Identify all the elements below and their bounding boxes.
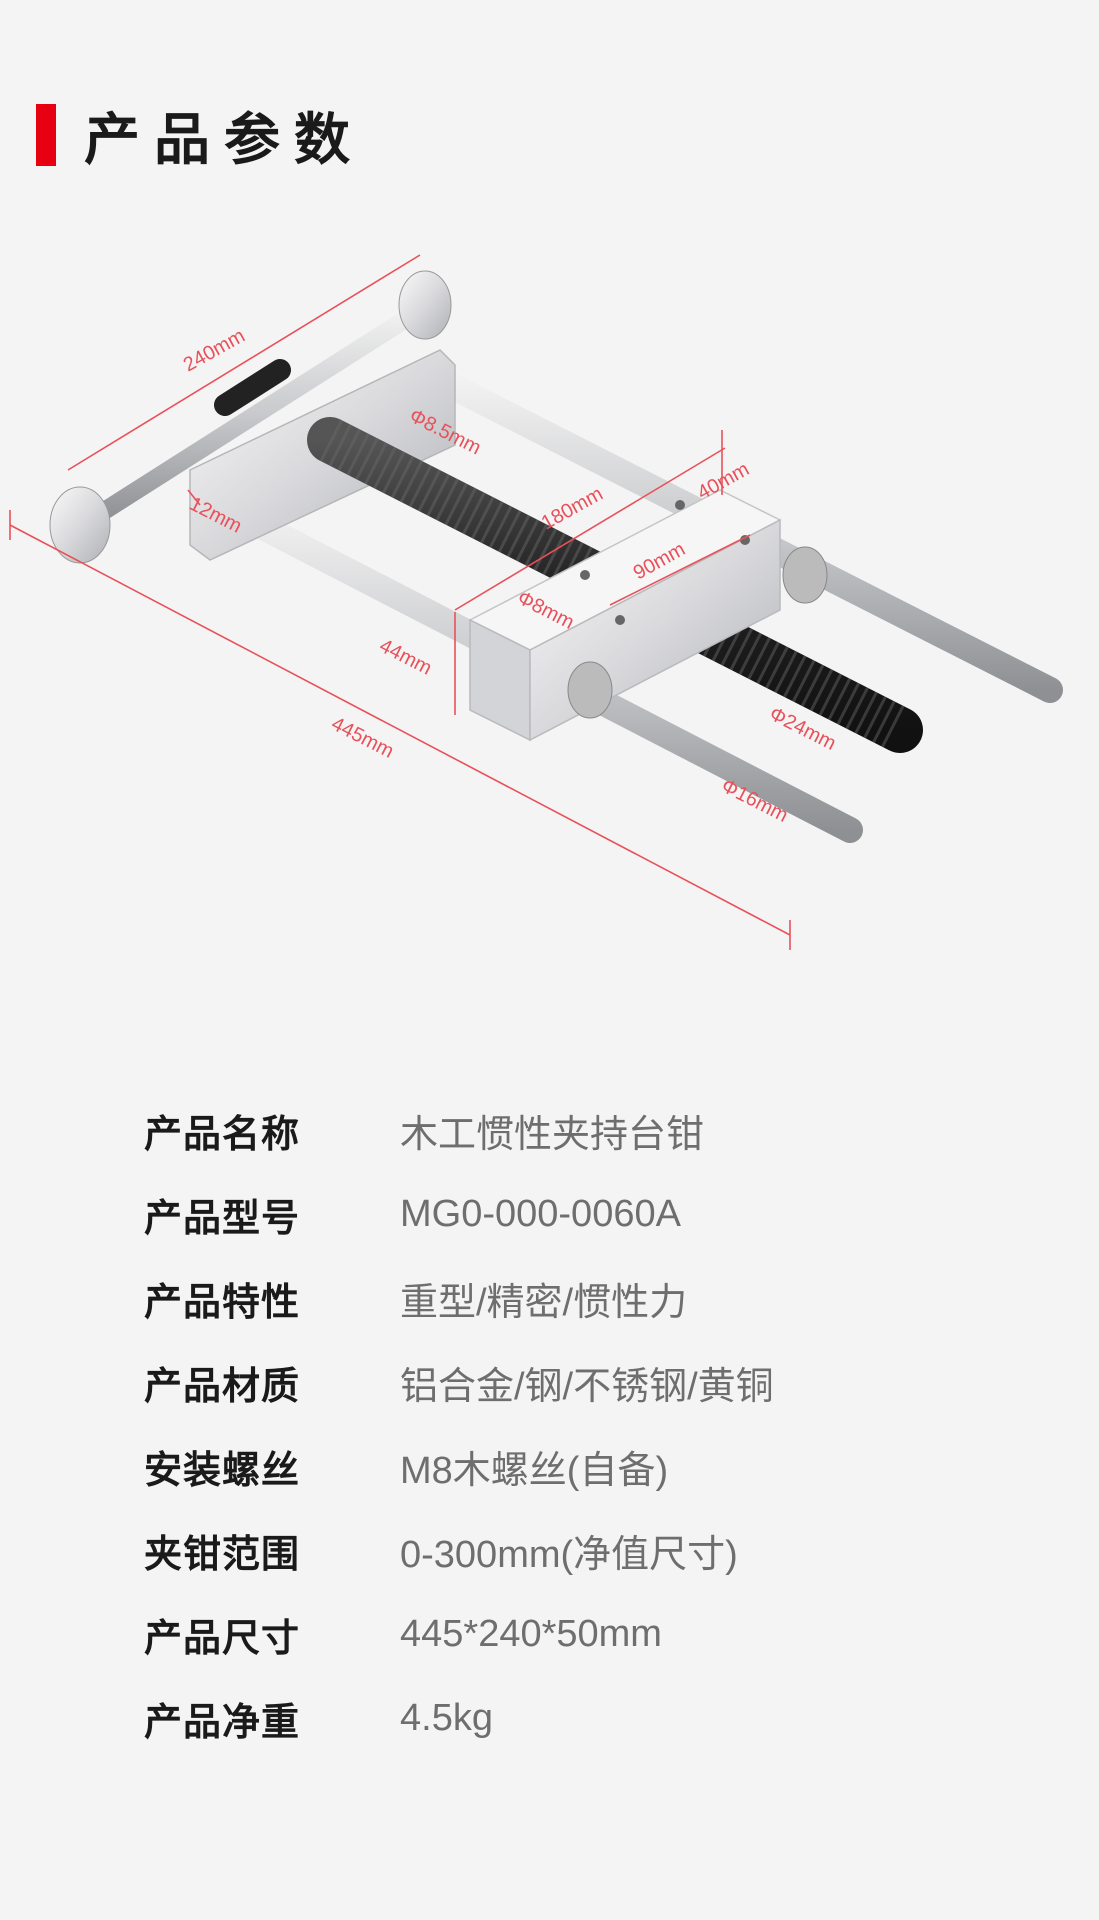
spec-list: 产品名称 木工惯性夹持台钳 产品型号 MG0-000-0060A 产品特性 重型…: [144, 1088, 1044, 1760]
spec-value: 木工惯性夹持台钳: [400, 1113, 705, 1156]
t-handle: [49, 270, 452, 564]
spec-row: 产品净重 4.5kg: [144, 1676, 1044, 1760]
spec-row: 安装螺丝 M8木螺丝(自备): [144, 1424, 1044, 1508]
spec-label: 产品材质: [144, 1363, 301, 1408]
spec-label: 产品净重: [144, 1699, 301, 1744]
spec-label: 夹钳范围: [144, 1531, 301, 1576]
spec-row: 产品特性 重型/精密/惯性力: [144, 1256, 1044, 1340]
spec-value: M8木螺丝(自备): [400, 1449, 669, 1492]
spec-row: 产品名称 木工惯性夹持台钳: [144, 1088, 1044, 1172]
dim-label-rod-spacing: 180mm: [538, 483, 607, 535]
spec-row: 夹钳范围 0-300mm(净值尺寸): [144, 1508, 1044, 1592]
spec-row: 产品尺寸 445*240*50mm: [144, 1592, 1044, 1676]
dimension-lines: [9, 254, 791, 950]
front-jaw-block: [468, 489, 828, 742]
spec-value: 445*240*50mm: [400, 1612, 662, 1655]
header-accent-bar: [36, 104, 56, 166]
spec-row: 产品材质 铝合金/钢/不锈钢/黄铜: [144, 1340, 1044, 1424]
product-dimension-drawing: 240mm Φ8.5mm 12mm 180mm 40mm 90mm Φ8mm 4…: [9, 254, 1063, 950]
dim-label-jaw-height: 44mm: [376, 635, 436, 680]
spec-value: 4.5kg: [400, 1696, 493, 1739]
dim-label-handle-length: 240mm: [180, 325, 249, 377]
page-title: 产品参数: [84, 107, 364, 173]
spec-label: 产品尺寸: [144, 1615, 301, 1660]
spec-row: 产品型号 MG0-000-0060A: [144, 1172, 1044, 1256]
dim-label-length-total: 445mm: [328, 713, 397, 763]
spec-value: 重型/精密/惯性力: [400, 1281, 688, 1324]
section-header: 产品参数: [36, 104, 364, 173]
spec-label: 安装螺丝: [144, 1447, 301, 1492]
spec-value: MG0-000-0060A: [400, 1192, 681, 1235]
spec-label: 产品特性: [144, 1279, 301, 1324]
spec-label: 产品名称: [144, 1111, 301, 1156]
spec-label: 产品型号: [144, 1195, 301, 1240]
spec-value: 铝合金/钢/不锈钢/黄铜: [400, 1365, 774, 1408]
spec-value: 0-300mm(净值尺寸): [400, 1533, 738, 1576]
